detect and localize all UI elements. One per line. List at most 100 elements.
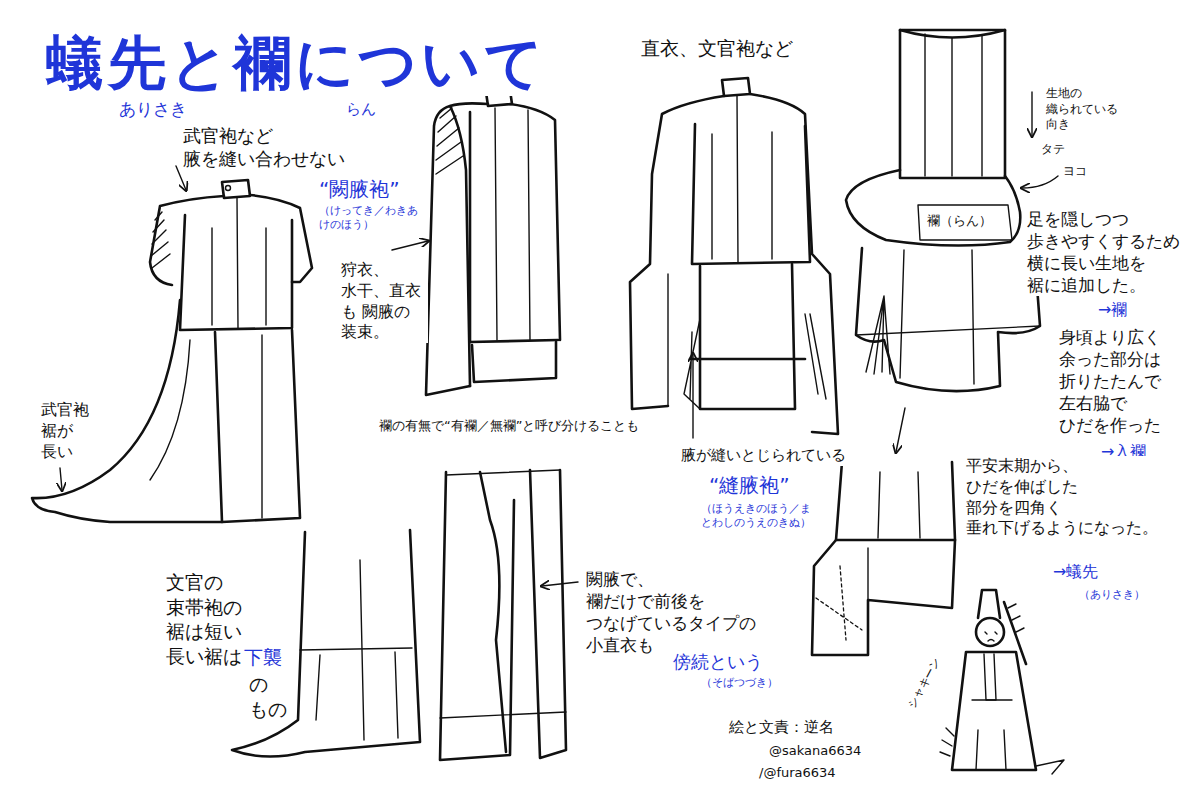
sketch-line xyxy=(542,582,578,586)
term: 下襲 xyxy=(243,645,283,670)
sketch-line xyxy=(737,96,738,262)
sketch-line xyxy=(940,728,954,756)
sokutai-lower-figure xyxy=(232,530,420,757)
note: 身頃より広く 余った部分は 折りたたんで 左右脇で ひだを作った xyxy=(1058,326,1168,436)
sketch-line xyxy=(976,730,1006,770)
sketch-line xyxy=(976,618,1004,646)
note: 狩衣、 水干、直衣 も 闕腋の 装束。 xyxy=(340,260,428,343)
credit: /@fura6634 xyxy=(758,765,837,782)
sketch-line xyxy=(630,96,724,409)
sketch-line xyxy=(261,335,262,518)
sound-effect: シャキーン xyxy=(905,655,944,712)
sketch-line xyxy=(812,462,955,655)
sketch-line xyxy=(925,34,982,176)
note: 足を隠しつつ 歩きやすくするため 横に長い生地を 裾に追加した。 xyxy=(1026,208,1187,296)
sketch-line xyxy=(440,712,566,718)
sketch-line xyxy=(690,358,805,361)
sketch-line xyxy=(222,180,250,198)
sketch-line xyxy=(667,274,668,406)
sketch-line xyxy=(426,103,488,395)
part-label: 襴（らん） xyxy=(926,213,993,230)
sketch-line xyxy=(952,652,1036,770)
sketch-line xyxy=(510,104,560,340)
sketch-line xyxy=(700,264,795,409)
sketch-line xyxy=(151,212,170,268)
note: 襴の有無で“有襴／無襴”と呼び分けることも xyxy=(378,418,640,435)
note: 武官袍など 腋を縫い合わせない xyxy=(182,124,352,171)
sketch-line xyxy=(215,330,300,522)
sketch-line xyxy=(984,654,996,700)
sketch-line xyxy=(846,170,1020,246)
sketch-line xyxy=(150,340,190,480)
courtier-figure xyxy=(940,590,1064,774)
note: の もの xyxy=(248,672,294,721)
note: 闕腋で、 襴だけで前後を つなげているタイプの 小直衣も xyxy=(585,568,763,656)
sketch-line xyxy=(878,472,920,538)
sketch-line xyxy=(530,470,566,758)
hoeki-robe-figure xyxy=(630,78,838,438)
sketch-line xyxy=(392,241,428,250)
sketch-line xyxy=(472,342,556,382)
sketch-line xyxy=(360,560,364,740)
sketch-line xyxy=(900,30,1005,38)
note: 平安末期から、 ひだを伸ばした 部分を四角く 垂れ下げるようになった。 xyxy=(965,456,1165,539)
sketch-line xyxy=(300,648,412,650)
axis-label: ヨコ xyxy=(1062,164,1088,180)
sobatsuzuki-figure xyxy=(440,470,578,760)
axis-label: タテ xyxy=(1040,142,1066,158)
sketch-line xyxy=(212,228,266,325)
sketch-line xyxy=(150,196,224,285)
sketch-line xyxy=(816,566,862,640)
credit: 絵と文責：逆名 xyxy=(728,718,835,738)
sketch-line xyxy=(900,30,1005,178)
sketch-line xyxy=(692,354,693,438)
note: 文官の 束帯袍の 裾は短い 長い裾は xyxy=(165,570,249,669)
ketteki-robe-figure xyxy=(32,166,312,522)
credit: @sakana6634 xyxy=(768,743,862,760)
term: “縫腋袍” xyxy=(708,472,791,498)
term: 傍続という xyxy=(672,650,764,673)
term: “闕腋袍” xyxy=(318,176,401,202)
open-side-robe-figure xyxy=(392,90,560,395)
term: →襴 xyxy=(1097,300,1128,321)
note: 腋が縫いとじられている xyxy=(680,446,847,466)
sketch-line xyxy=(684,319,700,409)
sketch-line xyxy=(856,246,1040,391)
sketch-line xyxy=(32,300,222,522)
note: 武官袍 裾が 長い xyxy=(40,400,96,462)
sketch-line xyxy=(1036,760,1064,774)
sketch-line xyxy=(918,205,1012,240)
sketch-line xyxy=(232,530,420,757)
pleated-skirt-figure xyxy=(856,246,1040,452)
title: 蟻先と襴について xyxy=(45,32,548,96)
reading: （けってき／わきあけのほう） xyxy=(318,204,428,233)
sketch-line xyxy=(805,314,826,399)
sketch-line xyxy=(495,108,530,340)
sketch-line xyxy=(712,132,772,259)
sketch-line xyxy=(480,472,506,752)
sketch-line xyxy=(1008,604,1024,632)
sketch-line xyxy=(867,548,868,600)
term: →蟻先 xyxy=(1052,562,1099,583)
reading: （ありさき） xyxy=(1078,588,1146,602)
reading: （そばつづき） xyxy=(700,676,779,690)
sketch-line xyxy=(1031,92,1032,136)
heading-note: 直衣、文官袍など xyxy=(640,36,794,61)
sketch-line xyxy=(60,468,62,490)
sketch-line xyxy=(1004,602,1026,664)
sketch-line xyxy=(896,408,905,452)
sketch-line xyxy=(316,652,398,738)
reading: （ほうえきのほう／まとわしのうえのきぬ） xyxy=(700,502,814,531)
sketch-line xyxy=(836,539,955,542)
sketch-line xyxy=(237,198,238,328)
arisaki-figure xyxy=(812,462,955,655)
sketch-line xyxy=(978,590,1000,618)
sketch-line xyxy=(436,108,463,174)
sketch-line xyxy=(446,470,560,475)
sketch-line xyxy=(250,195,312,282)
sketch-line xyxy=(866,296,890,374)
sketch-line xyxy=(985,632,997,641)
furigana: ありさき xyxy=(118,98,188,120)
